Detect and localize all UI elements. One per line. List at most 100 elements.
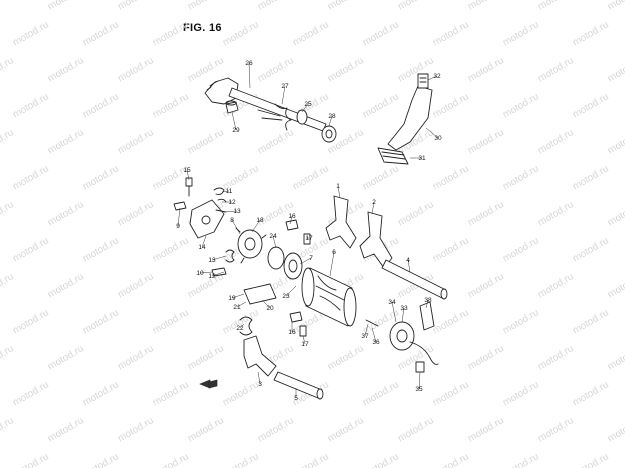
callout-4: 4 xyxy=(406,257,410,264)
watermark-text: motod.ru xyxy=(0,55,16,84)
watermark-text: motod.ru xyxy=(606,127,625,156)
leader-line-13 xyxy=(211,255,227,261)
watermark-text: motod.ru xyxy=(116,271,156,300)
watermark-text: motod.ru xyxy=(11,307,51,336)
watermark-text: motod.ru xyxy=(571,451,611,468)
watermark-text: motod.ru xyxy=(326,343,366,372)
watermark-text: motod.ru xyxy=(46,0,86,13)
leader-line-38 xyxy=(425,299,429,309)
watermark-text: motod.ru xyxy=(501,451,541,468)
watermark-text: motod.ru xyxy=(81,379,121,408)
watermark-text: motod.ru xyxy=(431,91,471,120)
watermark-text: motod.ru xyxy=(466,415,506,444)
leader-line-10 xyxy=(199,271,213,274)
watermark-text: motod.ru xyxy=(116,55,156,84)
watermark-text: motod.ru xyxy=(151,235,191,264)
watermark-text: motod.ru xyxy=(361,163,401,192)
callout-13: 13 xyxy=(233,208,241,215)
watermark-text: motod.ru xyxy=(536,0,576,13)
watermark-text: motod.ru xyxy=(0,199,16,228)
watermark-text: motod.ru xyxy=(11,235,51,264)
watermark-text: motod.ru xyxy=(0,415,16,444)
leader-line-37 xyxy=(364,323,369,337)
watermark-text: motod.ru xyxy=(571,163,611,192)
leader-line-24 xyxy=(272,235,277,249)
watermark-text: motod.ru xyxy=(81,451,121,468)
watermark-text: motod.ru xyxy=(431,379,471,408)
callout-15: 15 xyxy=(183,167,191,174)
watermark-text: motod.ru xyxy=(291,451,331,468)
callout-36: 36 xyxy=(372,339,380,346)
watermark-text: motod.ru xyxy=(431,451,471,468)
callout-17: 17 xyxy=(301,341,309,348)
callout-16: 16 xyxy=(288,213,296,220)
gear-position-switch xyxy=(365,301,439,373)
watermark-text: motod.ru xyxy=(151,451,191,468)
watermark-text: motod.ru xyxy=(396,0,436,13)
watermark-text: motod.ru xyxy=(81,91,121,120)
callout-30: 30 xyxy=(434,135,442,142)
shift-cam-stopper-parts xyxy=(173,177,227,239)
watermark-text: motod.ru xyxy=(151,19,191,48)
watermark-text: motod.ru xyxy=(361,19,401,48)
watermark-text: motod.ru xyxy=(11,91,51,120)
leader-line-2 xyxy=(371,201,375,215)
watermark-text: motod.ru xyxy=(571,307,611,336)
watermark-text: motod.ru xyxy=(466,343,506,372)
callout-14: 14 xyxy=(198,244,206,251)
watermark-text: motod.ru xyxy=(396,199,436,228)
watermark-text: motod.ru xyxy=(186,415,226,444)
watermark-text: motod.ru xyxy=(151,307,191,336)
callout-12: 12 xyxy=(228,199,236,206)
callout-37: 37 xyxy=(361,333,369,340)
leader-line-19 xyxy=(231,293,245,299)
watermark-text: motod.ru xyxy=(116,415,156,444)
watermark-text: motod.ru xyxy=(81,19,121,48)
gearshift-shaft-assembly xyxy=(204,77,337,143)
watermark-text: motod.ru xyxy=(501,235,541,264)
leader-line-6 xyxy=(329,251,335,277)
callout-1: 1 xyxy=(336,183,340,190)
callout-34: 34 xyxy=(388,299,396,306)
watermark-text: motod.ru xyxy=(466,199,506,228)
watermark-text: motod.ru xyxy=(256,415,296,444)
watermark-text: motod.ru xyxy=(46,271,86,300)
callout-8: 8 xyxy=(230,217,234,224)
leader-line-4 xyxy=(407,259,411,273)
watermark-text: motod.ru xyxy=(571,19,611,48)
leader-line-30 xyxy=(425,127,439,139)
watermark-text: motod.ru xyxy=(116,127,156,156)
shift-forks xyxy=(243,195,393,377)
watermark-text: motod.ru xyxy=(221,379,261,408)
callout-32: 32 xyxy=(433,73,441,80)
watermark-text: motod.ru xyxy=(186,343,226,372)
watermark-text: motod.ru xyxy=(256,0,296,13)
callout-10: 10 xyxy=(196,270,204,277)
callout-5: 5 xyxy=(294,395,298,402)
leader-line-28 xyxy=(328,115,333,127)
watermark-text: motod.ru xyxy=(256,127,296,156)
watermark-text: motod.ru xyxy=(0,343,16,372)
leader-line-13 xyxy=(223,210,238,213)
callout-33: 33 xyxy=(400,305,408,312)
watermark-text: motod.ru xyxy=(501,307,541,336)
watermark-text: motod.ru xyxy=(431,235,471,264)
watermark-text: motod.ru xyxy=(396,415,436,444)
callout-9: 9 xyxy=(176,223,180,230)
leader-line-32 xyxy=(427,75,438,81)
watermark-text: motod.ru xyxy=(151,379,191,408)
watermark-text: motod.ru xyxy=(606,55,625,84)
leader-line-26 xyxy=(248,62,251,89)
leader-line-17 xyxy=(302,335,306,345)
watermark-text: motod.ru xyxy=(221,451,261,468)
leader-line-20 xyxy=(261,299,271,309)
watermark-text: motod.ru xyxy=(571,91,611,120)
leader-line-8 xyxy=(231,219,241,235)
watermark-text: motod.ru xyxy=(326,55,366,84)
watermark-text: motod.ru xyxy=(396,55,436,84)
watermark-text: motod.ru xyxy=(466,0,506,13)
watermark-text: motod.ru xyxy=(291,163,331,192)
callout-labels: 1234567891011121213131415161617171819202… xyxy=(176,60,442,402)
callout-35: 35 xyxy=(415,386,423,393)
watermark-text: motod.ru xyxy=(81,235,121,264)
